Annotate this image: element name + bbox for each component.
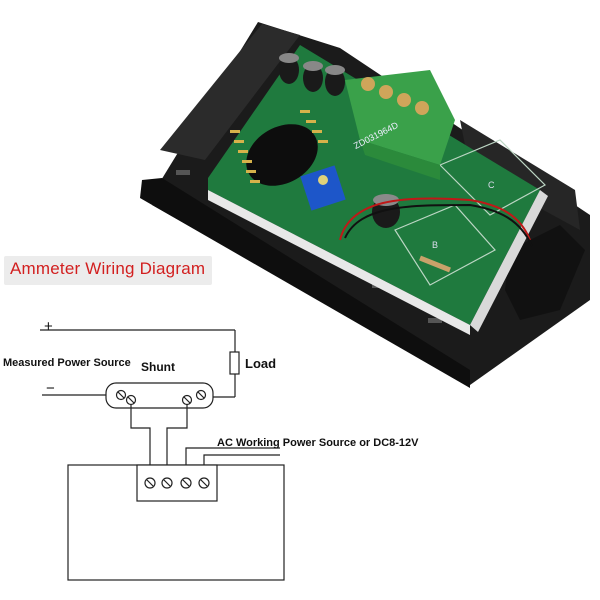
wiring-diagram: [40, 329, 285, 581]
diagram-title-background: [4, 256, 212, 285]
meter-terminal-screw-icons: [144, 477, 210, 489]
pcb-board: [208, 45, 548, 335]
trimmer-potentiometer: [300, 165, 346, 211]
meter-terminal-block: [136, 464, 218, 502]
terminal-block: [345, 70, 455, 180]
shunt-label: Shunt: [141, 360, 175, 374]
shunt-sense-wire-right: [166, 405, 188, 476]
pad-c-label: C: [488, 180, 495, 190]
shunt-sense-wire-left: [130, 405, 151, 476]
pad-b-label: B: [432, 240, 439, 250]
measured-power-source-label: Measured Power Source: [3, 357, 131, 369]
positive-terminal-label: +: [44, 318, 53, 335]
capacitors: [279, 53, 400, 228]
diagram-title: Ammeter Wiring Diagram: [10, 259, 206, 278]
power-source-label: AC Working Power Source or DC8-12V: [217, 437, 419, 449]
red-black-wires: [339, 197, 533, 273]
load-label: Load: [245, 356, 277, 371]
shunt-screw-icons: [115, 389, 207, 406]
negative-terminal-label: −: [46, 380, 55, 397]
load-resistor: [229, 351, 240, 375]
